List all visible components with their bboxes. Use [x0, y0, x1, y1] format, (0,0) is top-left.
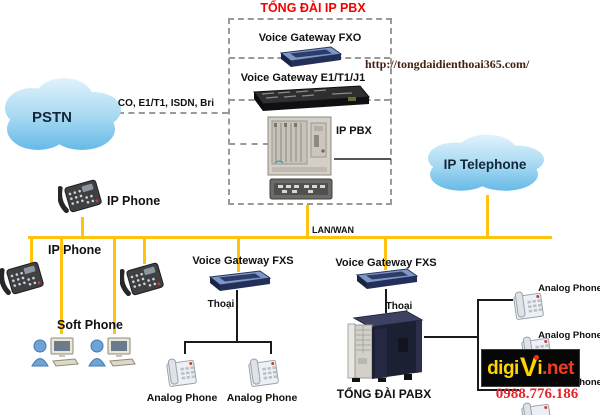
analog-riser-line: [477, 299, 479, 391]
logo-digi-text: digi: [487, 357, 519, 379]
analog-b2-label: Analog Phone: [226, 392, 298, 404]
fxs1-branch-bar: [184, 341, 272, 343]
ip-phone-top-label: IP Phone: [107, 194, 161, 208]
ip-phone-right-icon: [120, 262, 164, 297]
soft-phone-2-icon: [88, 337, 136, 367]
thoai2-label: Thoại: [385, 301, 413, 312]
ip-telephone-label: IP Telephone: [443, 157, 527, 172]
ip-phone-top-icon: [58, 179, 102, 214]
ip-pbx-device: [267, 116, 332, 176]
pstn-trunk-line: [118, 112, 228, 114]
fxs2-pabx-line: [385, 289, 387, 313]
e1-gateway-device: [253, 85, 370, 111]
ip-pbx-group-box: [228, 18, 392, 205]
link-ipphone-right: [143, 238, 146, 264]
analog-branch-top: [477, 299, 513, 301]
analog-phone-b1-icon: [166, 358, 197, 387]
pabx-device: [347, 310, 424, 382]
fxo-gateway-device: [279, 46, 342, 67]
fxs1-phone-line: [236, 290, 238, 342]
analog-r2-label: Analog Phone: [538, 330, 600, 341]
fxs1-gateway-device: [208, 270, 271, 291]
box-divider-3-left: [229, 143, 269, 145]
pstn-cloud: [5, 78, 121, 150]
trunk-label: CO, E1/T1, ISDN, Bri: [117, 98, 215, 109]
link-fxs2: [384, 238, 387, 270]
rack-unit-device: [269, 178, 333, 200]
link-softphone-1: [60, 238, 63, 334]
analog-phone-b2-icon: [248, 358, 279, 387]
logo-v-swoosh: V: [519, 351, 539, 382]
e1-gateway-label: Voice Gateway E1/T1/J1: [240, 72, 366, 84]
soft-phone-1-icon: [31, 337, 79, 367]
link-ip-cloud: [486, 195, 489, 237]
pabx-label: TỔNG ĐÀI PABX: [336, 387, 432, 401]
fxs1-drop-left: [184, 341, 186, 354]
analog-phone-r3-icon: [521, 402, 552, 415]
analog-phone-r1-icon: [513, 291, 544, 320]
link-ipphone-left: [30, 238, 33, 264]
fxs1-label: Voice Gateway FXS: [192, 255, 294, 267]
lan-bus-line: [28, 236, 552, 239]
fxs2-gateway-device: [355, 268, 418, 289]
logo-i-text: i: [537, 357, 543, 379]
box-divider-3-right: [334, 158, 391, 160]
link-fxs1: [237, 238, 240, 272]
analog-branch-bottom: [477, 389, 519, 391]
logo-net-text: .net: [542, 357, 574, 379]
diagram-title: TỔNG ĐÀI IP PBX: [260, 1, 366, 15]
analog-r1-label: Analog Phone: [538, 283, 600, 294]
pabx-right-line: [424, 336, 479, 338]
link-softphone-2: [113, 238, 116, 334]
fxs1-drop-right: [270, 341, 272, 354]
fxs2-label: Voice Gateway FXS: [335, 257, 437, 269]
ip-phone-left-icon: [0, 261, 44, 296]
lan-wan-label: LAN/WAN: [312, 225, 354, 235]
analog-b1-label: Analog Phone: [146, 392, 218, 404]
pstn-label: PSTN: [31, 109, 73, 126]
thoai1-label: Thoại: [207, 299, 235, 310]
ip-pbx-label: IP PBX: [336, 125, 372, 137]
ip-phone-group-label: IP Phone: [48, 243, 102, 257]
hotline-number: 0988.776.186: [495, 386, 579, 402]
soft-phone-label: Soft Phone: [57, 318, 123, 332]
link-pbx-box: [306, 205, 309, 237]
website-url: http://tongdaidienthoai365.com/: [365, 57, 530, 71]
ip-telephone-cloud: [428, 134, 544, 191]
link-ipphone-top: [81, 217, 84, 237]
fxo-label: Voice Gateway FXO: [258, 32, 362, 44]
